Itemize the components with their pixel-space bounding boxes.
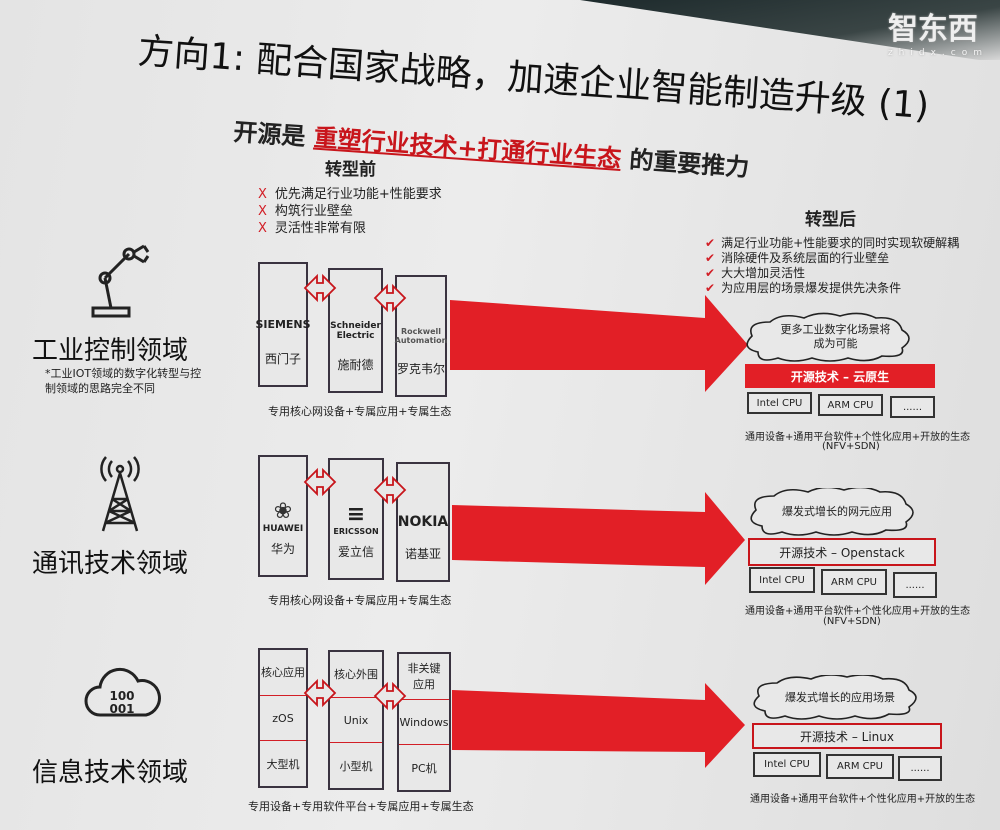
vendor-logo: Schneider Electric <box>330 320 381 341</box>
stack-cell: 小型机 <box>339 759 373 773</box>
vendor-name: 罗克韦尔 <box>397 362 446 376</box>
ericsson-logo-icon: ≡ <box>346 502 366 527</box>
after-caption-sub: (NFV+SDN) <box>823 616 881 627</box>
scenario-cloud: 更多工业数字化场景将成为可能 <box>738 312 933 362</box>
before-item: X 构筑行业壁垒 <box>258 203 442 220</box>
before-item-text: 优先满足行业功能+性能要求 <box>274 187 442 202</box>
before-item-text: 构筑行业壁垒 <box>274 204 353 219</box>
scenario-cloud: 爆发式增长的网元应用 <box>742 488 932 536</box>
vendor-name: 华为 <box>270 542 295 556</box>
vendor-logo: HUAWEI <box>262 523 304 534</box>
after-item: ✔ 大大增加灵活性 <box>705 266 959 281</box>
vendor-box: SIEMENS 西门子 <box>255 262 311 387</box>
cpu-box: ...... <box>893 572 937 598</box>
cloud-text: 爆发式增长的应用场景 <box>785 690 895 704</box>
vendor-box: NOKIA 诺基亚 <box>396 462 450 582</box>
vendor-logo: SIEMENS <box>255 318 311 331</box>
vendor-box: ❀HUAWEI 华为 <box>258 455 308 577</box>
tech-bar: 开源技术 – Linux <box>752 723 942 749</box>
x-icon: X <box>258 204 267 219</box>
before-item: X 灵活性非常有限 <box>258 220 442 237</box>
cell-tower-icon <box>100 456 140 532</box>
huawei-logo-icon: ❀ <box>273 498 293 524</box>
stack-cell: 非关键应用 <box>399 654 449 700</box>
red-arrow-icon <box>452 683 745 768</box>
stack-cell: zOS <box>260 696 306 742</box>
vendor-logo: ERICSSON <box>333 527 379 536</box>
stack-cell: PC机 <box>411 761 437 775</box>
x-icon: X <box>258 221 267 236</box>
check-icon: ✔ <box>705 251 716 265</box>
after-caption: 通用设备+通用平台软件+个性化应用+开放的生态 <box>745 606 971 617</box>
check-icon: ✔ <box>705 281 716 295</box>
check-icon: ✔ <box>705 266 716 280</box>
stack-cell: 核心应用 <box>260 650 306 696</box>
cloud-binary-icon <box>84 667 161 717</box>
cpu-box: ...... <box>890 396 935 418</box>
scenario-cloud: 爆发式增长的应用场景 <box>745 675 935 720</box>
domain-note: *工业IOT领域的数字化转型与控制领域的思路完全不同 <box>45 367 202 395</box>
vendor-name: 施耐德 <box>337 358 374 372</box>
cpu-box: ARM CPU <box>818 394 883 416</box>
tech-bar: 开源技术 – Openstack <box>748 538 936 566</box>
after-item-text: 消除硬件及系统层面的行业壁垒 <box>721 251 890 265</box>
stack-cell: 大型机 <box>266 757 300 771</box>
before-caption: 专用核心网设备+专属应用+专属生态 <box>268 405 452 418</box>
stack-cell: 核心外围 <box>330 652 382 698</box>
before-caption: 专用核心网设备+专属应用+专属生态 <box>268 594 452 607</box>
tech-bar: 开源技术 – 云原生 <box>745 364 935 388</box>
vendor-name: 诺基亚 <box>404 547 441 561</box>
cpu-box: Intel CPU <box>753 752 821 777</box>
cpu-box: Intel CPU <box>749 567 815 593</box>
cloud-binary-text: 100 001 <box>109 689 135 716</box>
vendor-logo: NOKIA <box>397 514 449 530</box>
after-item-text: 为应用层的场景爆发提供先决条件 <box>721 281 902 295</box>
watermark-sub: zhidx.com <box>887 48 988 58</box>
after-item: ✔ 消除硬件及系统层面的行业壁垒 <box>705 251 959 266</box>
after-heading: 转型后 <box>805 210 856 230</box>
after-caption-sub: (NFV+SDN) <box>822 441 880 452</box>
before-heading: 转型前 <box>325 160 376 180</box>
after-caption: 通用设备+通用平台软件+个性化应用+开放的生态 <box>750 794 976 805</box>
cpu-box: Intel CPU <box>747 392 812 414</box>
before-caption: 专用设备+专用软件平台+专属应用+专属生态 <box>248 800 474 813</box>
watermark-text: 智东西 <box>887 12 978 47</box>
cloud-text: 更多工业数字化场景将成为可能 <box>780 323 891 350</box>
red-arrow-icon <box>452 492 745 585</box>
domain-label-it: 信息技术领域 <box>32 758 189 788</box>
domain-label-industrial: 工业控制领域 <box>32 336 189 366</box>
check-icon: ✔ <box>705 236 716 250</box>
robot-arm-icon <box>91 244 150 318</box>
x-icon: X <box>258 187 267 202</box>
cpu-box: ...... <box>898 756 942 781</box>
after-caption: 通用设备+通用平台软件+个性化应用+开放的生态 <box>745 432 971 443</box>
before-list: X 优先满足行业功能+性能要求 X 构筑行业壁垒 X 灵活性非常有限 <box>258 186 442 237</box>
cpu-box: ARM CPU <box>821 569 887 595</box>
domain-label-telecom: 通讯技术领域 <box>32 549 189 579</box>
cloud-text: 爆发式增长的网元应用 <box>782 505 892 518</box>
before-item-text: 灵活性非常有限 <box>274 221 366 236</box>
stack-cell: Windows <box>399 700 449 746</box>
stack-cell: Unix <box>330 698 382 744</box>
vendor-name: 爱立信 <box>337 545 374 559</box>
before-item: X 优先满足行业功能+性能要求 <box>258 186 442 203</box>
after-item-text: 大大增加灵活性 <box>721 266 806 280</box>
after-item-text: 满足行业功能+性能要求的同时实现软硬解耦 <box>721 236 960 250</box>
vendor-logo: Rockwell Automation <box>394 327 448 345</box>
red-arrow-icon <box>450 295 748 392</box>
vendor-name: 西门子 <box>264 352 301 366</box>
cpu-box: ARM CPU <box>826 754 894 779</box>
after-list: ✔ 满足行业功能+性能要求的同时实现软硬解耦 ✔ 消除硬件及系统层面的行业壁垒 ✔ 大… <box>705 236 959 296</box>
after-item: ✔ 满足行业功能+性能要求的同时实现软硬解耦 <box>705 236 959 251</box>
after-item: ✔ 为应用层的场景爆发提供先决条件 <box>705 281 959 296</box>
